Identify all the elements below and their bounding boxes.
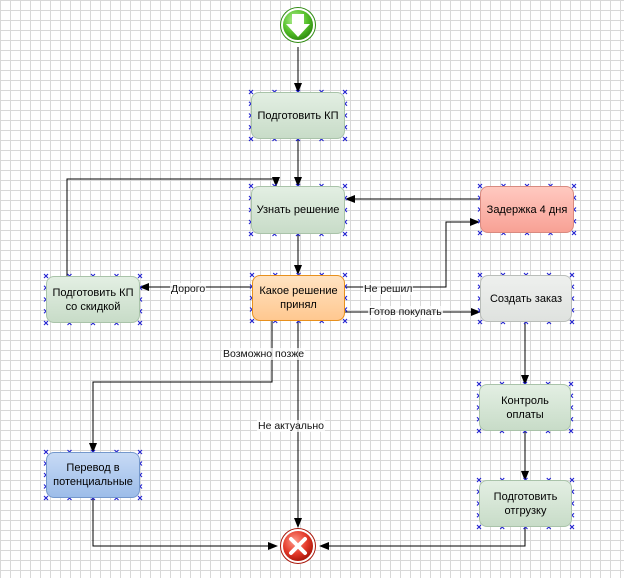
edge-decision-delay xyxy=(345,218,480,288)
node-decision[interactable]: Какое решение принял xyxy=(252,275,345,321)
handle-marker xyxy=(248,136,254,142)
start-icon xyxy=(280,7,316,43)
handle-marker xyxy=(571,230,577,236)
edge-discount-find xyxy=(66,177,280,276)
handle-marker xyxy=(248,183,254,189)
node-label: Контроль оплаты xyxy=(501,394,549,421)
handle-marker xyxy=(476,524,482,530)
handle-marker xyxy=(342,89,348,95)
node-potential[interactable]: Перевод в потенциальные xyxy=(46,452,140,498)
handle-marker xyxy=(342,136,348,142)
handle-marker xyxy=(476,428,482,434)
handle-marker xyxy=(568,428,574,434)
edge-label-expensive: Дорого xyxy=(170,283,207,295)
edge-label-not-relevant: Не актуально xyxy=(257,420,326,432)
handle-marker xyxy=(477,230,483,236)
node-prepare-shipment[interactable]: Подготовить отгрузку xyxy=(479,480,572,527)
handle-marker xyxy=(137,449,143,455)
handle-marker xyxy=(249,318,255,324)
node-delay[interactable]: Задержка 4 дня xyxy=(480,186,574,233)
edge-label-maybe-later: Возможно позже xyxy=(222,348,306,360)
node-label: Подготовить КП со скидкой xyxy=(52,286,134,313)
node-create-order[interactable]: Создать заказ xyxy=(480,275,572,322)
node-label: Задержка 4 дня xyxy=(486,203,568,216)
node-discount-kp[interactable]: Подготовить КП со скидкой xyxy=(46,276,140,323)
handle-marker xyxy=(43,320,49,326)
edge-shipment-end xyxy=(319,527,526,550)
handle-marker xyxy=(569,272,575,278)
handle-marker xyxy=(568,381,574,387)
node-label: Перевод в потенциальные xyxy=(53,462,133,488)
handle-marker xyxy=(476,477,482,483)
handle-marker xyxy=(569,524,575,530)
handle-marker xyxy=(477,319,483,325)
handle-marker xyxy=(342,272,348,278)
handle-marker xyxy=(248,231,254,237)
handle-marker xyxy=(249,272,255,278)
handle-marker xyxy=(342,318,348,324)
edge-potential-end xyxy=(92,498,278,550)
node-label: Какое решение принял xyxy=(259,285,338,311)
handle-marker xyxy=(342,231,348,237)
handle-marker xyxy=(137,495,143,501)
handle-marker xyxy=(43,449,49,455)
edge-label-ready-to-buy: Готов покупать xyxy=(368,306,443,318)
handle-marker xyxy=(569,477,575,483)
handle-marker xyxy=(477,183,483,189)
handle-marker xyxy=(248,89,254,95)
handle-marker xyxy=(477,272,483,278)
node-payment-control[interactable]: Контроль оплаты xyxy=(479,384,571,431)
node-label: Подготовить отгрузку xyxy=(493,490,558,517)
node-label: Создать заказ xyxy=(489,292,563,305)
handle-marker xyxy=(43,495,49,501)
edge-label-not-decided: Не решил xyxy=(363,283,414,295)
node-find-decision[interactable]: Узнать решение xyxy=(251,186,345,234)
handle-marker xyxy=(476,381,482,387)
handle-marker xyxy=(569,319,575,325)
node-label: Узнать решение xyxy=(256,204,340,216)
handle-marker xyxy=(43,273,49,279)
edge-decision-potential xyxy=(89,321,273,453)
node-label: Подготовить КП xyxy=(257,109,339,122)
handle-marker xyxy=(137,273,143,279)
end-icon xyxy=(280,528,316,564)
handle-marker xyxy=(571,183,577,189)
handle-marker xyxy=(137,320,143,326)
node-prepare-kp[interactable]: Подготовить КП xyxy=(251,92,345,139)
handle-marker xyxy=(342,183,348,189)
